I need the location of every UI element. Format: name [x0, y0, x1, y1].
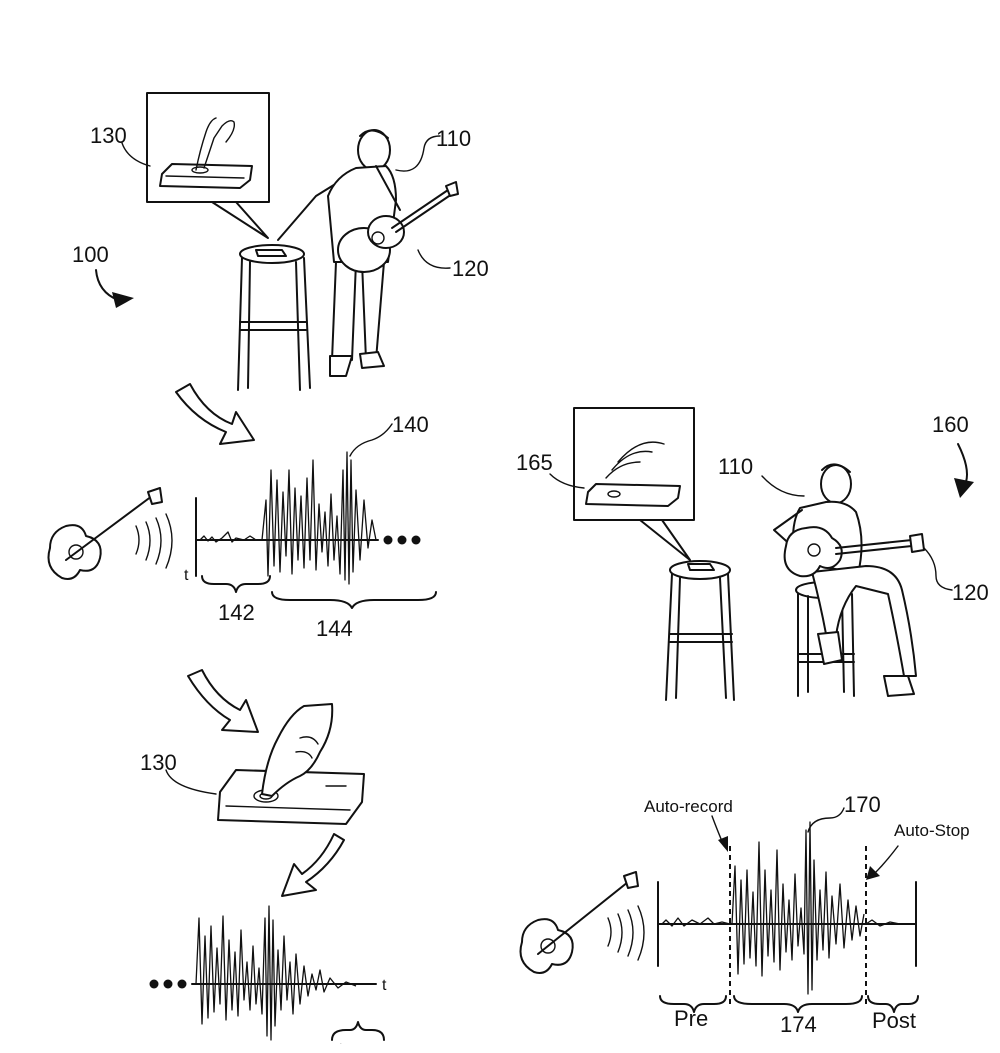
flow-arrow-2 — [187, 669, 259, 733]
ellipsis-dot — [163, 979, 173, 989]
ref-leader-130-top — [121, 142, 151, 167]
brace-144-bottom — [331, 1021, 385, 1041]
ref-label-110-top: 110 — [436, 126, 471, 151]
phone-tap-bottom: 130 — [140, 703, 365, 825]
ellipsis-dot — [411, 535, 421, 545]
waveform-bottom-group: t 144 — [149, 905, 387, 1045]
waveform-140-group: t 140 142 144 — [47, 412, 437, 641]
ref-arrowhead-100 — [112, 292, 134, 308]
auto-stop-arrowhead — [866, 866, 880, 880]
ellipsis-dot — [383, 535, 393, 545]
ref-label-174: 174 — [780, 1012, 817, 1037]
ref-label-120-right: 120 — [952, 580, 989, 605]
ref-leader-110-right — [761, 475, 805, 497]
flow-arrow-3 — [281, 833, 345, 897]
ref-leader-120-top — [417, 249, 451, 269]
ref-label-144: 144 — [316, 616, 353, 641]
brace-post — [867, 995, 919, 1013]
scene-100-standing-musician: 100 130 — [72, 92, 489, 391]
ref-leader-120-right — [923, 547, 953, 591]
ref-label-100: 100 — [72, 242, 109, 267]
ref-leader-110-top — [395, 135, 441, 172]
waveform-140-quiet — [199, 531, 257, 543]
ellipsis-dot — [397, 535, 407, 545]
guitar-icon-right — [519, 871, 645, 974]
ref-label-165: 165 — [516, 450, 553, 475]
auto-record-label: Auto-record — [644, 797, 733, 816]
brace-pre — [659, 995, 727, 1013]
callout-box-tap — [146, 92, 270, 203]
ref-label-170: 170 — [844, 792, 881, 817]
ref-leader-130-bottom — [165, 769, 217, 795]
waveform-170-group: Auto-record Auto-Stop 170 Pre 174 Post — [519, 792, 970, 1037]
stool-right-phone — [665, 560, 735, 701]
auto-stop-label: Auto-Stop — [894, 821, 970, 840]
ref-leader-165 — [549, 473, 585, 489]
t-axis-label-bottom: t — [382, 977, 387, 994]
ref-leader-170 — [807, 807, 845, 833]
ellipsis-dot — [149, 979, 159, 989]
phone-tap-detail — [159, 117, 253, 189]
guitar-icon-left — [47, 487, 173, 580]
callout-box-listen — [573, 407, 695, 521]
brace-144 — [271, 591, 437, 609]
ref-label-144-bottom: 144 — [340, 1043, 342, 1045]
waveform-170-pre — [661, 917, 731, 927]
ref-leader-160 — [957, 443, 968, 483]
flow-arrow-1 — [175, 383, 255, 445]
stool-left — [237, 244, 311, 391]
brace-142 — [201, 575, 271, 593]
ref-label-110-right: 110 — [718, 454, 753, 479]
ref-arrowhead-160 — [954, 478, 974, 498]
guitar-held-right — [783, 526, 925, 578]
ref-label-130-bottom: 130 — [140, 750, 177, 775]
ellipsis-dot — [177, 979, 187, 989]
scene-160-seated-musician: 160 165 — [516, 407, 989, 701]
auto-record-arrowhead — [718, 836, 728, 852]
phone-listening-detail — [585, 441, 681, 507]
callout-pointer — [211, 201, 269, 239]
t-axis-label-top: t — [184, 567, 189, 584]
auto-stop-leader — [873, 845, 899, 875]
waveform-bottom-signal — [195, 905, 357, 1041]
post-label: Post — [872, 1008, 916, 1033]
ref-label-142: 142 — [218, 600, 255, 625]
waveform-170-signal — [731, 821, 865, 995]
pre-label: Pre — [674, 1006, 708, 1031]
ref-label-160: 160 — [932, 412, 969, 437]
callout-pointer-right — [639, 519, 691, 561]
guitar-held-top — [337, 181, 459, 273]
waveform-140-loud — [261, 451, 377, 585]
ref-label-130-top: 130 — [90, 123, 127, 148]
ref-leader-140 — [349, 423, 393, 457]
ref-label-120-top: 120 — [452, 256, 489, 281]
ref-label-140: 140 — [392, 412, 429, 437]
waveform-170-post — [865, 919, 912, 927]
brace-174 — [733, 995, 863, 1013]
